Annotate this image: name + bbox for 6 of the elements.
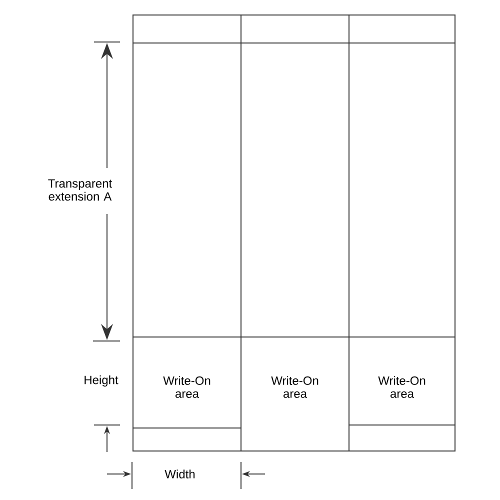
- dimension-label: Width: [164, 470, 195, 478]
- write-on-cell: Write-On area: [240, 336, 350, 452]
- dimension-label: Height: [84, 375, 118, 387]
- dimension-label: Transparent extension A: [48, 179, 112, 201]
- write-on-cell: Write-On area: [348, 336, 456, 426]
- write-on-cell: Write-On area: [132, 336, 242, 428]
